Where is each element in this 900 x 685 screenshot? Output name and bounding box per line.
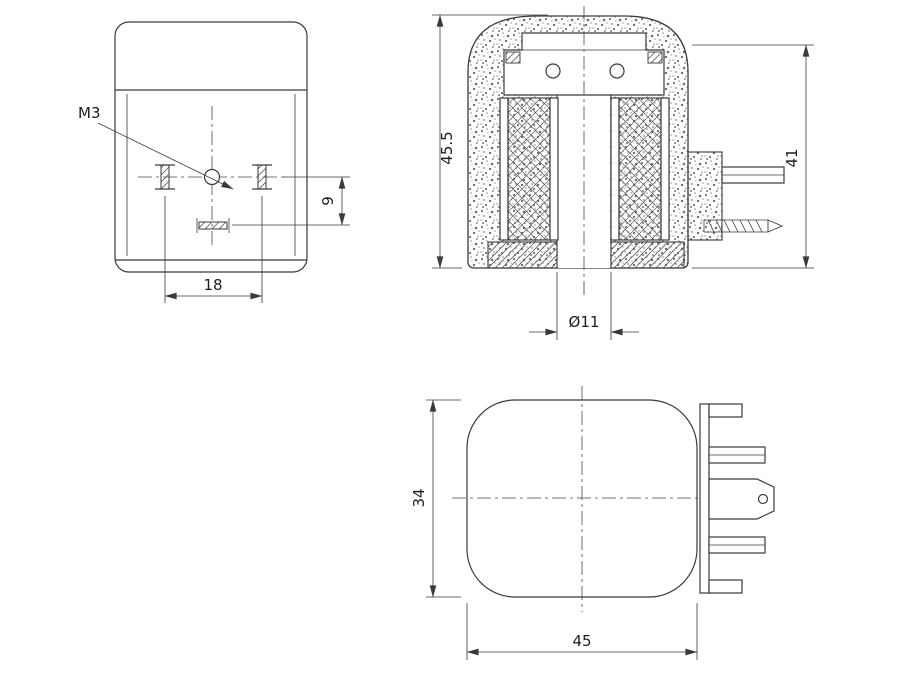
terminal-slot-right bbox=[252, 164, 272, 190]
connector-boss bbox=[687, 151, 723, 241]
section-view: 45.5 41 Ø11 bbox=[432, 6, 814, 340]
dimension-34: 34 bbox=[410, 399, 461, 598]
dim-34-label: 34 bbox=[410, 488, 428, 507]
lead-wire-left bbox=[545, 63, 561, 79]
dim-41-label: 41 bbox=[783, 148, 801, 167]
connector-plan bbox=[699, 403, 775, 594]
terminal-slot-left bbox=[155, 164, 175, 190]
dim-18-label: 18 bbox=[203, 276, 222, 294]
dimension-18: 18 bbox=[164, 196, 263, 303]
terminal-blade-bottom bbox=[708, 536, 766, 554]
dimension-9: 9 bbox=[232, 176, 350, 226]
dim-45-5-label: 45.5 bbox=[438, 131, 456, 164]
dim-bore-label: Ø11 bbox=[569, 313, 600, 331]
connector-section bbox=[687, 151, 785, 241]
bottom-pole-plate bbox=[487, 241, 685, 269]
dimension-41: 41 bbox=[692, 44, 814, 269]
thread-callout: M3 bbox=[78, 104, 234, 190]
dim-9-label: 9 bbox=[319, 196, 337, 206]
bottom-view: 34 45 bbox=[410, 386, 775, 660]
dimension-45-5: 45.5 bbox=[432, 14, 548, 269]
dimension-bore: Ø11 bbox=[529, 272, 639, 340]
terminal-blade-top bbox=[708, 446, 766, 464]
mounting-screw bbox=[703, 219, 784, 233]
center-mounting-hole bbox=[203, 168, 221, 186]
terminal-connector-middle bbox=[708, 478, 775, 520]
front-view: M3 9 18 bbox=[78, 21, 350, 303]
bracket-spine bbox=[699, 403, 710, 594]
thread-callout-label: M3 bbox=[78, 104, 101, 122]
bracket-tab-bottom bbox=[708, 579, 743, 594]
coil-body-outline bbox=[114, 21, 308, 273]
dim-45-label: 45 bbox=[572, 632, 591, 650]
thread-leader-line bbox=[97, 122, 234, 190]
coil-winding-left bbox=[499, 97, 559, 241]
dimension-45: 45 bbox=[466, 603, 698, 660]
bottom-slot bbox=[196, 218, 230, 233]
bracket-tab-top bbox=[708, 403, 743, 418]
lead-wire-right bbox=[609, 63, 625, 79]
coil-winding-right bbox=[610, 97, 670, 241]
